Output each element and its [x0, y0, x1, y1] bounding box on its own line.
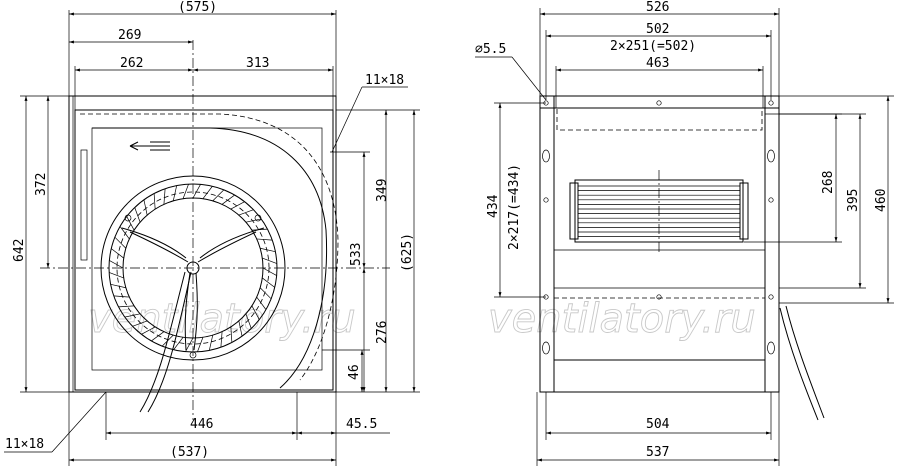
dim-349: 349: [375, 179, 390, 202]
impeller-blade: [238, 320, 243, 337]
dim-276: 276: [375, 321, 390, 344]
impeller-blade: [134, 207, 141, 223]
dim-463: 463: [646, 56, 669, 71]
impeller-blade: [172, 185, 178, 201]
impeller-blade: [192, 184, 201, 199]
impeller-blade: [245, 218, 262, 223]
impeller-blade: [256, 296, 267, 310]
dim-268: 268: [821, 171, 836, 194]
dim-2x217: 2×217(=434): [507, 164, 522, 250]
impeller-blade: [109, 260, 124, 269]
impeller-blade: [230, 326, 233, 343]
dim-533: 533: [349, 243, 364, 266]
dim-372: 372: [34, 173, 49, 196]
dim-269: 269: [118, 28, 141, 43]
dim-262: 262: [120, 56, 143, 71]
impeller-blade: [132, 320, 148, 327]
dim-395: 395: [846, 189, 861, 212]
impeller-blade: [119, 226, 130, 240]
impeller-blade: [221, 194, 235, 205]
dim-460: 460: [874, 189, 889, 212]
impeller-blade: [111, 248, 124, 259]
watermark-right: ventilatory.ru: [488, 296, 756, 342]
impeller-blade: [163, 188, 166, 205]
impeller-blade: [114, 236, 127, 249]
impeller-blade: [110, 283, 126, 289]
dim-537-left: (537): [170, 445, 209, 460]
dim-slot-bottom: 11×18: [5, 437, 44, 452]
mounting-hole: [656, 100, 662, 106]
impeller-blade: [173, 337, 184, 350]
impeller-blade: [230, 201, 245, 210]
dim-hole: ⌀5.5: [475, 42, 506, 57]
impeller-blade: [220, 331, 223, 348]
impeller-blade: [238, 209, 254, 216]
impeller-blade: [126, 216, 135, 231]
impeller-blade: [182, 183, 189, 199]
mounting-slot: [767, 341, 775, 355]
mounting-hole: [768, 197, 774, 203]
right-view: 526 502 2×251(=502) 463 ⌀5.5 434 2×217(=…: [475, 0, 894, 466]
impeller-blade: [151, 331, 165, 342]
dim-313: 313: [246, 56, 269, 71]
impeller-blade: [124, 313, 141, 318]
dim-625: (625): [400, 233, 415, 272]
impeller-blade: [245, 313, 252, 329]
impeller-blade: [259, 287, 272, 300]
impeller-blade: [197, 337, 204, 353]
mounting-hole: [656, 294, 662, 300]
dim-2x251: 2×251(=502): [610, 39, 696, 54]
impeller-blade: [262, 267, 277, 276]
mounting-hole: [768, 100, 774, 106]
impeller-blade: [202, 186, 213, 199]
dim-537-right: 537: [646, 445, 669, 460]
impeller-blade: [208, 335, 214, 351]
dim-526: 526: [646, 0, 669, 15]
impeller-blade: [113, 295, 130, 298]
impeller-blade: [256, 238, 273, 241]
mounting-slot: [542, 341, 550, 355]
impeller-blade: [185, 337, 194, 352]
mounting-slot: [767, 149, 775, 163]
dim-504: 504: [646, 417, 670, 432]
impeller-blade: [141, 326, 156, 335]
impeller-blade: [262, 257, 278, 264]
impeller-blade: [108, 272, 124, 279]
impeller-blade: [260, 247, 276, 253]
dim-575: (575): [178, 0, 217, 15]
dim-45-5: 45.5: [346, 417, 377, 432]
dim-446: 446: [190, 417, 213, 432]
mounting-hole: [543, 197, 549, 203]
dim-642: 642: [12, 239, 27, 262]
impeller-blade: [262, 277, 275, 288]
impeller-blade: [212, 189, 225, 202]
dim-slot-top: 11×18: [365, 73, 404, 88]
impeller-blade: [153, 193, 156, 210]
dim-46: 46: [347, 364, 362, 380]
dim-434: 434: [486, 194, 501, 218]
mounting-hole: [768, 294, 774, 300]
impeller-blade: [143, 199, 148, 216]
mounting-slot: [542, 149, 550, 163]
impeller-blade: [118, 305, 135, 308]
left-view: (575) 269 262 313 11×18 642 372 349 533 …: [4, 0, 420, 466]
dim-502: 502: [646, 22, 669, 37]
impeller-blade: [251, 305, 260, 320]
